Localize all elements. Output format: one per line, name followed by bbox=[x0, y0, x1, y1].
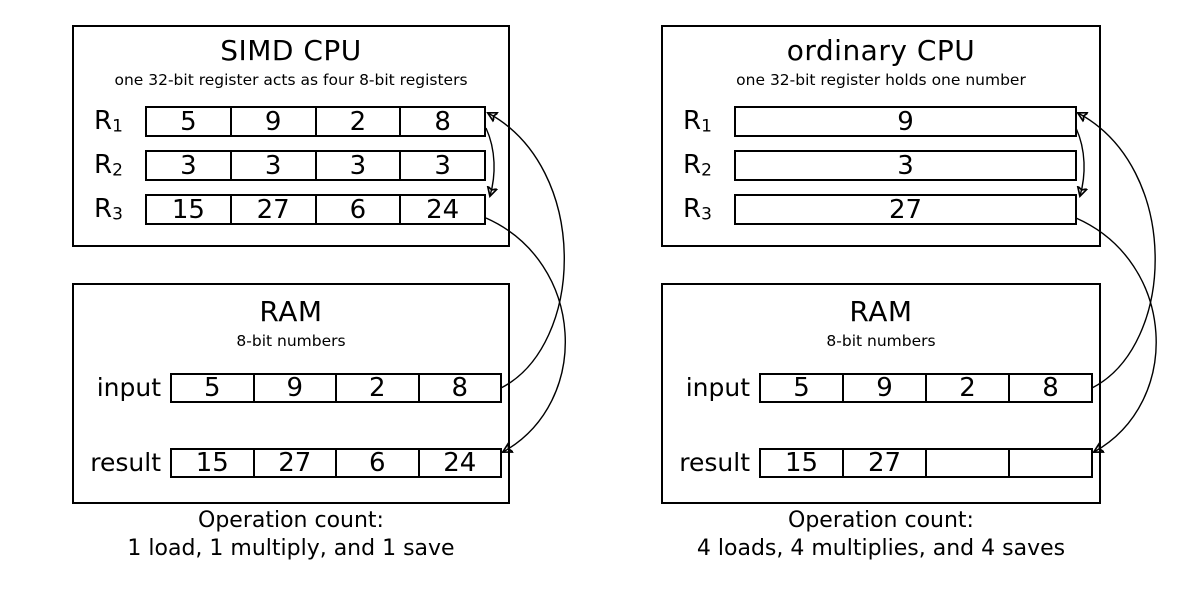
simd-operation-count: Operation count: 1 load, 1 multiply, and… bbox=[72, 507, 510, 563]
register-cell: 27 bbox=[888, 194, 923, 225]
simd-operation-count-title: Operation count: bbox=[198, 508, 384, 533]
register-cells: 27 bbox=[734, 194, 1077, 225]
ordinary-ram-subtitle: 8-bit numbers bbox=[826, 332, 936, 351]
register-cells: 3 bbox=[734, 150, 1077, 181]
simd-ram-title: RAM bbox=[259, 295, 323, 328]
ram-cell: 15 bbox=[784, 448, 819, 478]
ordinary-cpu-box: ordinary CPU one 32-bit register holds o… bbox=[661, 25, 1101, 247]
register-cell: 3 bbox=[897, 150, 914, 181]
register-cell: 15 bbox=[171, 194, 205, 225]
simd-operation-count-detail: 1 load, 1 multiply, and 1 save bbox=[127, 536, 455, 561]
ram-cell: 8 bbox=[1008, 375, 1091, 401]
register-cell: 6 bbox=[314, 196, 400, 223]
register-subscript: 1 bbox=[701, 116, 712, 137]
register-row: R2 3 bbox=[663, 150, 1077, 181]
ram-cell: 5 bbox=[203, 373, 221, 403]
simd-cpu-box: SIMD CPU one 32-bit register acts as fou… bbox=[72, 25, 510, 247]
ram-cell bbox=[925, 450, 1008, 476]
ram-cell: 27 bbox=[252, 450, 336, 476]
simd-ram-subtitle: 8-bit numbers bbox=[236, 332, 346, 351]
register-label: R3 bbox=[94, 194, 123, 225]
ram-label: result bbox=[90, 448, 161, 477]
ram-label: input bbox=[685, 373, 750, 402]
register-cell: 8 bbox=[399, 108, 484, 135]
register-cell: 24 bbox=[399, 196, 484, 223]
register-cells: 9 bbox=[734, 106, 1077, 137]
register-subscript: 3 bbox=[112, 204, 123, 225]
ordinary-operation-count-detail: 4 loads, 4 multiplies, and 4 saves bbox=[696, 536, 1066, 561]
ram-label: input bbox=[96, 373, 161, 402]
register-subscript: 1 bbox=[112, 116, 123, 137]
register-cell: 9 bbox=[229, 108, 315, 135]
ordinary-cpu-title: ordinary CPU bbox=[786, 34, 976, 67]
simd-cpu-title: SIMD CPU bbox=[220, 34, 362, 67]
simd-panel: SIMD CPU one 32-bit register acts as fou… bbox=[72, 0, 510, 600]
register-cell: 9 bbox=[897, 106, 914, 137]
ram-cell: 5 bbox=[793, 373, 810, 403]
ram-cell: 24 bbox=[417, 450, 501, 476]
register-row: R1 9 bbox=[663, 106, 1077, 137]
register-row: R3 27 bbox=[663, 194, 1077, 225]
simd-cpu-subtitle: one 32-bit register acts as four 8-bit r… bbox=[114, 71, 468, 90]
ordinary-cpu-subtitle: one 32-bit register holds one number bbox=[736, 71, 1026, 90]
register-label: R1 bbox=[94, 106, 123, 137]
ram-cell: 9 bbox=[842, 375, 925, 401]
ram-cell: 15 bbox=[195, 448, 229, 478]
register-cell: 5 bbox=[180, 106, 197, 137]
ram-label: result bbox=[679, 448, 750, 477]
ram-cell bbox=[1008, 450, 1091, 476]
register-cell: 3 bbox=[229, 152, 315, 179]
register-label: R1 bbox=[683, 106, 712, 137]
register-subscript: 2 bbox=[112, 160, 123, 181]
register-subscript: 2 bbox=[701, 160, 712, 181]
register-label: R2 bbox=[94, 150, 123, 181]
ram-cell: 27 bbox=[842, 450, 925, 476]
register-label: R2 bbox=[683, 150, 712, 181]
ram-cell: 2 bbox=[925, 375, 1008, 401]
register-cell: 27 bbox=[229, 196, 315, 223]
register-cell: 2 bbox=[314, 108, 400, 135]
ordinary-operation-count-title: Operation count: bbox=[788, 508, 974, 533]
ram-cell: 6 bbox=[335, 450, 418, 476]
ram-cell: 2 bbox=[335, 375, 418, 401]
ordinary-operation-count: Operation count: 4 loads, 4 multiplies, … bbox=[661, 507, 1101, 563]
ordinary-ram-title: RAM bbox=[849, 295, 913, 328]
register-cell: 3 bbox=[399, 152, 484, 179]
register-cell: 3 bbox=[314, 152, 400, 179]
register-cell: 3 bbox=[180, 150, 197, 181]
register-subscript: 3 bbox=[701, 204, 712, 225]
ram-cell: 9 bbox=[252, 375, 336, 401]
register-label: R3 bbox=[683, 194, 712, 225]
ordinary-panel: ordinary CPU one 32-bit register holds o… bbox=[661, 0, 1101, 600]
ram-cell: 8 bbox=[417, 375, 501, 401]
